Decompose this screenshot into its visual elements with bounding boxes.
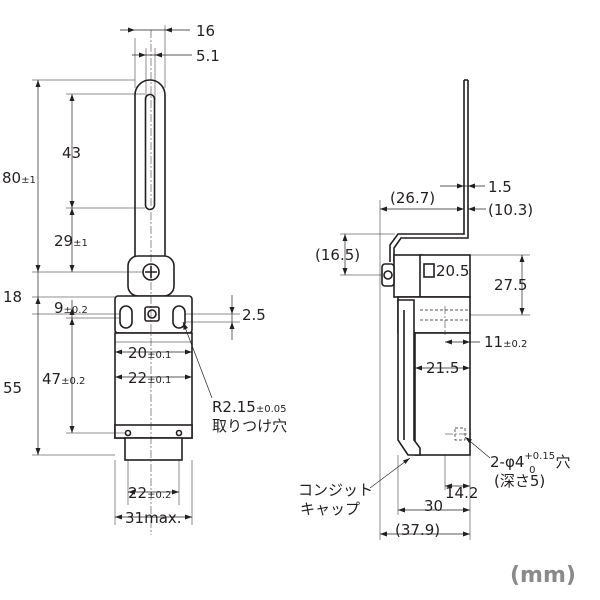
dim-depth-mid: 21.5 — [426, 359, 459, 377]
dim-lever-offset: (26.7) — [390, 189, 435, 207]
dim-head-offset: (16.5) — [315, 246, 360, 264]
front-dimension-lines — [35, 27, 235, 520]
side-lever — [389, 80, 465, 262]
front-labels: 16 5.1 80±1 43 29±1 18 9±0.2 2.5 55 47±0… — [2, 22, 287, 527]
units-label: (mm) — [510, 563, 576, 588]
side-labels: (26.7) 1.5 (10.3) (16.5) 20.5 27.5 11±0.… — [298, 178, 570, 539]
dim-mount-pitch-v: 47±0.2 — [42, 370, 85, 388]
side-body — [414, 332, 471, 456]
dim-head-height: 18 — [3, 288, 22, 306]
dim-inner-width-2: 22±0.1 — [128, 369, 171, 387]
front-view — [114, 30, 193, 535]
dim-square: 20.5 — [436, 262, 469, 280]
dim-hole-offset: 2.5 — [242, 306, 266, 324]
dim-body-height: 55 — [3, 379, 22, 397]
dim-body-depth: 30 — [424, 497, 443, 515]
dim-lever-lower: 29±1 — [54, 232, 88, 250]
switch-body — [114, 332, 193, 439]
dim-lever-upper: 43 — [62, 144, 81, 162]
note-conduit-2: キャップ — [300, 500, 360, 518]
side-view — [381, 79, 472, 456]
side-actuator — [393, 254, 423, 298]
dim-lever-width: 16 — [196, 22, 215, 40]
dim-base-width: 22±0.2 — [128, 484, 171, 502]
note-conduit-1: コンジット — [298, 481, 373, 499]
mount-hole-right — [172, 305, 186, 329]
dim-side-head-height: 27.5 — [494, 276, 527, 294]
note-holes-depth: (深さ5) — [494, 472, 545, 490]
dim-base-depth: 14.2 — [445, 484, 478, 502]
dim-total-height: 80±1 — [2, 169, 36, 187]
lever-arm — [134, 79, 166, 262]
note-radius: R2.15±0.05 — [212, 398, 286, 416]
dim-total-depth: (37.9) — [395, 521, 440, 539]
lever-slot — [144, 93, 156, 211]
dim-total-width: 31max. — [125, 509, 182, 527]
mount-hole-left — [119, 305, 133, 329]
dim-mount-offset: 9±0.2 — [54, 299, 88, 317]
side-dimension-lines — [342, 183, 525, 537]
dim-hole-depth: 11±0.2 — [484, 333, 527, 351]
dim-slot-width: 5.1 — [196, 47, 220, 65]
note-mount-hole: 取りつけ穴 — [212, 417, 287, 435]
front-extension-lines — [32, 25, 240, 525]
conduit-base — [124, 437, 183, 461]
dim-lever-to-face: (10.3) — [488, 201, 533, 219]
dim-lever-thickness: 1.5 — [488, 178, 512, 196]
dim-inner-width-1: 20±0.1 — [128, 344, 171, 362]
side-extension-lines — [340, 175, 530, 540]
